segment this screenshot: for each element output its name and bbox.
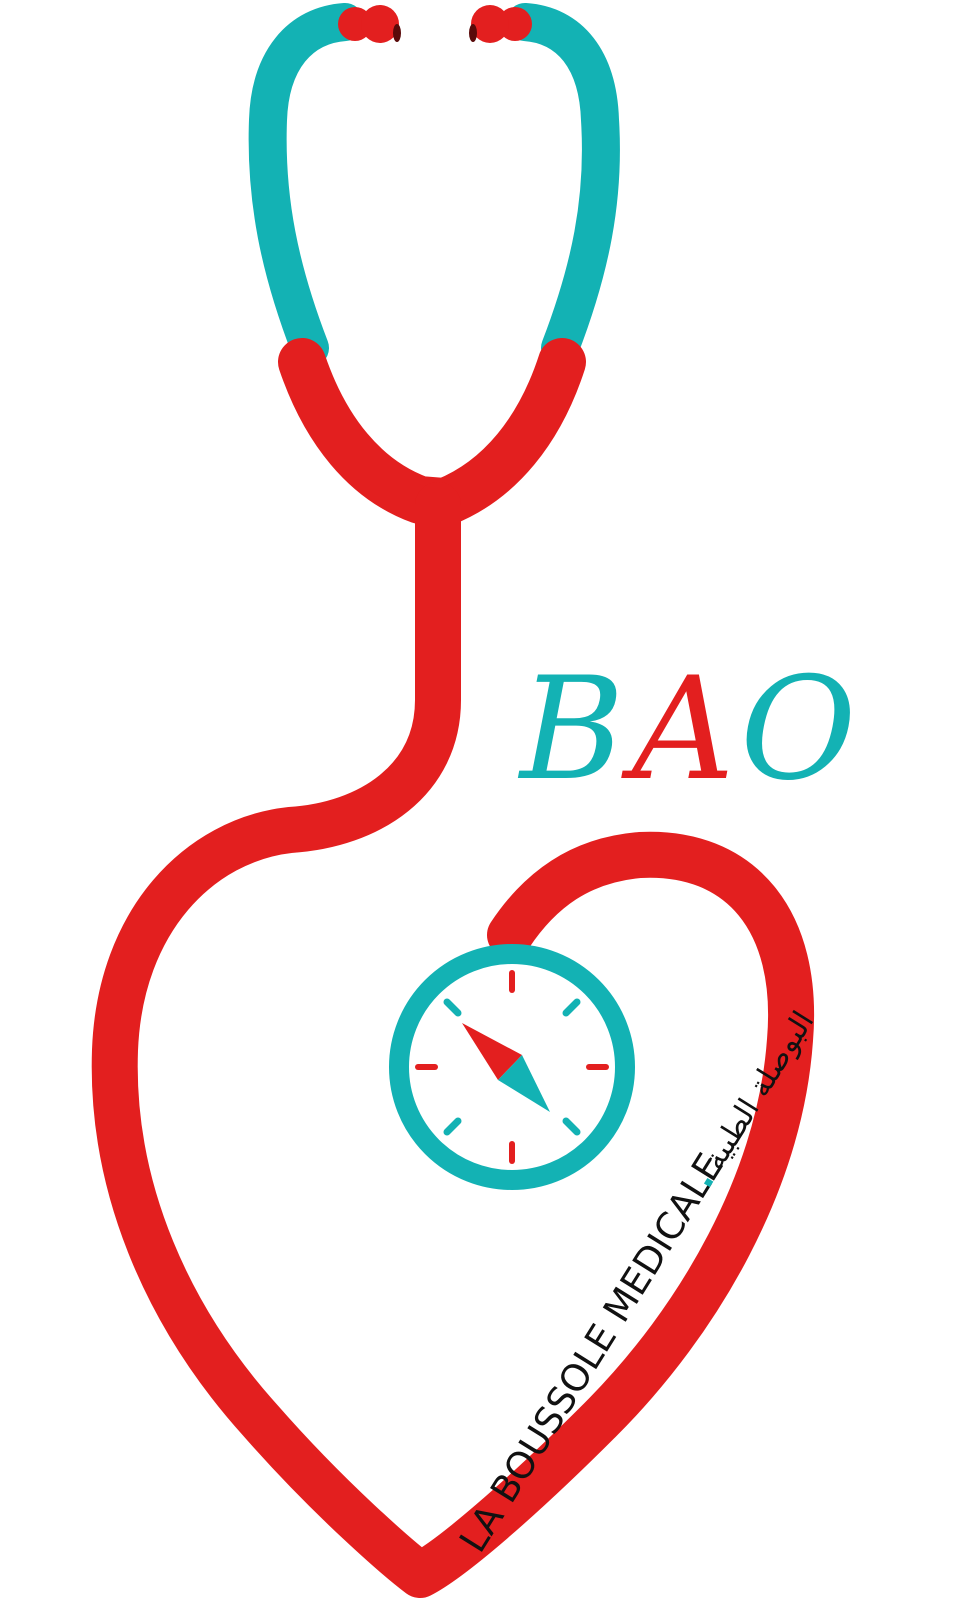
compass-cardinal-ticks <box>415 970 609 1164</box>
tagline-latin: LA BOUSSOLE MEDICALE <box>451 1146 732 1560</box>
left-ear-tube <box>248 3 364 367</box>
right-ear-tube <box>506 3 620 367</box>
left-ear-tip <box>338 5 401 43</box>
brand-letter-o: O <box>740 647 856 812</box>
brand-wordmark: B A O <box>517 647 856 812</box>
binaural-y-tube <box>278 338 586 526</box>
brand-letter-b: B <box>517 647 624 812</box>
compass-needle-icon <box>462 1023 550 1112</box>
stethoscope-icon <box>91 3 815 1598</box>
compass-diagonal-ticks <box>443 998 581 1136</box>
main-tube <box>91 482 815 1598</box>
compass-icon <box>389 944 635 1190</box>
brand-letter-a: A <box>621 647 735 812</box>
right-ear-tip <box>469 5 532 43</box>
